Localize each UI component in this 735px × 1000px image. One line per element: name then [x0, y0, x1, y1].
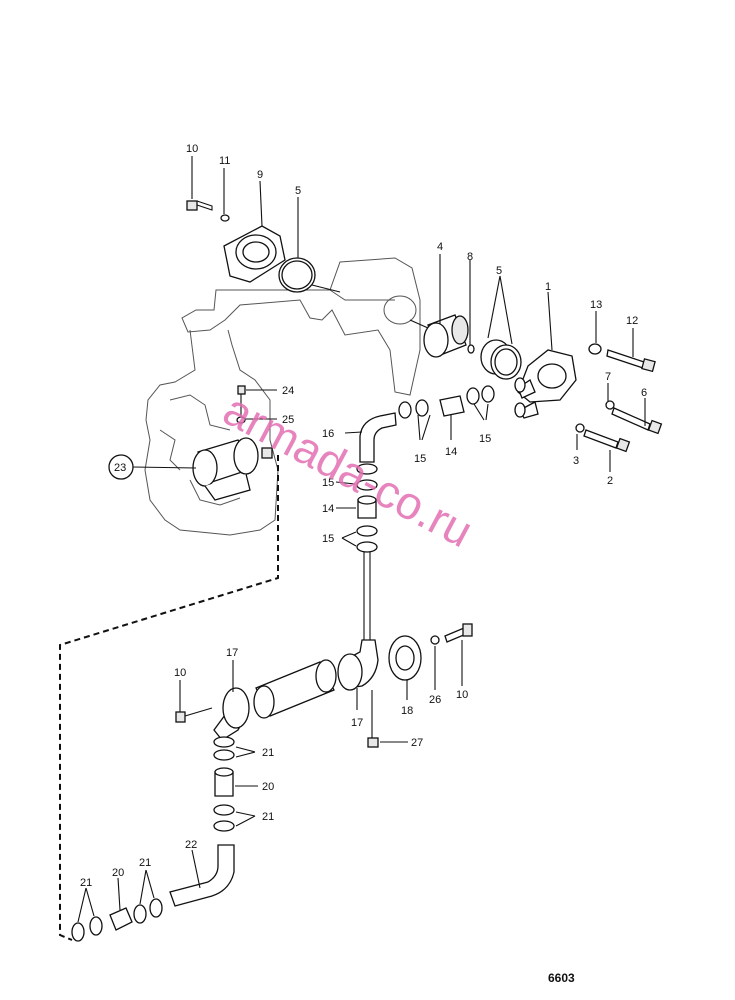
callout-14-mid: 14	[322, 503, 334, 515]
callout-24: 24	[282, 385, 294, 397]
callout-9: 9	[257, 169, 263, 181]
callout-21-d: 21	[80, 877, 92, 889]
drawing-number: 6603	[548, 971, 575, 985]
callout-21-a: 21	[262, 747, 274, 759]
vertical-hose-stack	[335, 463, 378, 640]
callout-15-low: 15	[322, 533, 334, 545]
callout-26: 26	[429, 694, 441, 706]
upper-hose-assembly	[344, 385, 495, 463]
outlet-elbow-assembly	[337, 623, 473, 748]
callout-23: 23	[114, 462, 126, 474]
pump-assembly	[409, 254, 577, 419]
callout-5-top: 5	[295, 185, 301, 197]
callout-2: 2	[607, 475, 613, 487]
callout-3: 3	[573, 455, 579, 467]
lower-pipe-assembly	[175, 659, 337, 741]
callout-6: 6	[641, 387, 647, 399]
callout-20-a: 20	[262, 781, 274, 793]
callout-18: 18	[401, 705, 413, 717]
filter-assembly	[132, 385, 277, 501]
callout-4: 4	[437, 241, 443, 253]
callout-14-upper: 14	[445, 446, 457, 458]
callout-1: 1	[545, 281, 551, 293]
callout-16: 16	[322, 428, 334, 440]
bottom-hose-stack	[71, 869, 163, 942]
callout-21-b: 21	[262, 811, 274, 823]
callout-10-right: 10	[456, 689, 468, 701]
callout-10-top: 10	[186, 143, 198, 155]
callout-17-right: 17	[351, 717, 363, 729]
callout-15-right: 15	[479, 433, 491, 445]
housing-fasteners	[575, 311, 663, 472]
callout-12: 12	[626, 315, 638, 327]
engine-block-outline	[144, 257, 421, 536]
callout-15-mid: 15	[322, 477, 334, 489]
callout-11: 11	[219, 155, 230, 167]
callout-27: 27	[411, 737, 423, 749]
callout-25: 25	[282, 414, 294, 426]
callout-22: 22	[185, 839, 197, 851]
callout-10-left: 10	[174, 667, 186, 679]
callout-21-c: 21	[139, 857, 151, 869]
lower-hose-stack	[169, 736, 258, 907]
callout-labels: 10 11 9 5 4 8 5 1 13 12 7 6 3 2 16 15 14…	[80, 143, 647, 889]
callout-8: 8	[467, 251, 473, 263]
callout-7: 7	[605, 371, 611, 383]
callout-15-upper: 15	[414, 453, 426, 465]
callout-5: 5	[496, 265, 502, 277]
cover-plate-assembly	[186, 156, 341, 293]
callout-17-left: 17	[226, 647, 238, 659]
callout-13: 13	[590, 299, 602, 311]
callout-23-circle: 23	[108, 454, 134, 480]
callout-20-b: 20	[112, 867, 124, 879]
connection-line	[59, 455, 279, 941]
